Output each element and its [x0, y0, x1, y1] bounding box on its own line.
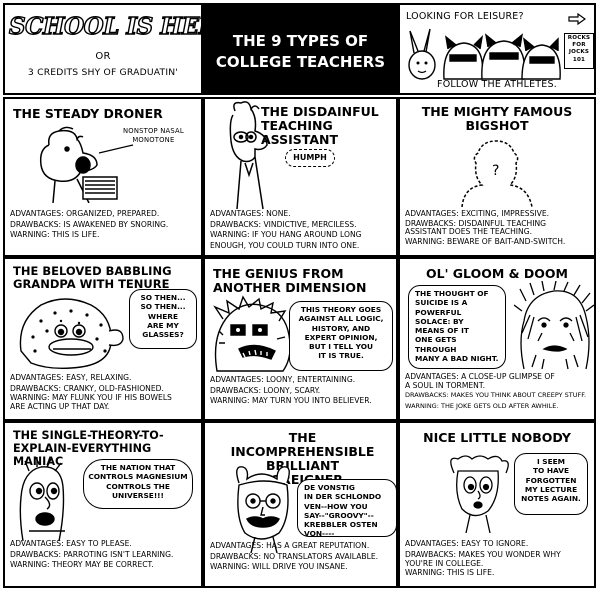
leisure-ad-panel: LOOKING FOR LEISURE? ROCKS [398, 3, 596, 95]
speech-bubble: THE THOUGHT OF SUICIDE IS A POWERFUL SOL… [408, 285, 506, 369]
drawbacks-text: DRAWBACKS: LOONY, SCARY. [210, 385, 321, 395]
panel-title: THE SINGLE-THEORY-TO- EXPLAIN-EVERYTHING… [13, 429, 164, 468]
drawbacks-text: DRAWBACKS: NO TRANSLATORS AVAILABLE. [210, 551, 379, 561]
rocks-for-jocks-sign [564, 33, 594, 69]
athletes-drawing [402, 25, 562, 83]
warning-text: WARNING: THEORY MAY BE CORRECT. [10, 560, 154, 569]
question-mark: ? [492, 163, 500, 179]
gloom-drawing [514, 281, 594, 371]
speech-bubble: I SEEM TO HAVE FORGOTTEN MY LECTURE NOTE… [514, 453, 588, 515]
panel-description: ADVANTAGES: NONE. DRAWBACKS: VINDICTIVE,… [210, 209, 393, 251]
empty-silhouette [452, 137, 542, 207]
advantages-text: ADVANTAGES: EXCITING, IMPRESSIVE. [405, 209, 550, 218]
advantages-text: ADVANTAGES: ORGANIZED, PREPARED. [10, 209, 160, 218]
speech-bubble: SO THEN... SO THEN... WHERE ARE MY GLASS… [129, 289, 197, 349]
drawbacks-text: DRAWBACKS: PARROTING ISN'T LEARNING. [10, 549, 174, 559]
panel-gloom-and-doom: OL' GLOOM & DOOM THE THOUGHT OF SUICIDE … [398, 257, 596, 421]
comic-logo: SCHOOL IS HELL [8, 12, 201, 40]
advantages-text: ADVANTAGES: HAS A GREAT REPUTATION. [210, 541, 370, 550]
panel-description: ADVANTAGES: LOONY, ENTERTAINING. DRAWBAC… [210, 375, 393, 407]
advantages-text: ADVANTAGES: A CLOSE-UP GLIMPSE OF A SOUL… [405, 372, 555, 390]
panel-description: ADVANTAGES: A CLOSE-UP GLIMPSE OF A SOUL… [405, 372, 591, 411]
panel-description: ADVANTAGES: ORGANIZED, PREPARED. DRAWBAC… [10, 209, 198, 241]
advantages-text: ADVANTAGES: EASY TO IGNORE. [405, 539, 529, 548]
maniac-drawing [9, 457, 79, 541]
warning-text: WARNING: THE JOKE GETS OLD AFTER AWHILE. [405, 401, 559, 410]
advantages-text: ADVANTAGES: EASY, RELAXING. [10, 373, 132, 382]
comic-header: SCHOOL IS HELL OR 3 CREDITS SHY OF GRADU… [0, 0, 599, 97]
warning-text: WARNING: MAY TURN YOU INTO BELIEVER. [210, 396, 372, 405]
panel-title: OL' GLOOM & DOOM [426, 266, 568, 281]
sign-text: ROCKS FOR JOCKS 101 [567, 35, 591, 63]
drawbacks-text: DRAWBACKS: MAKES YOU WONDER WHY YOU'RE I… [405, 549, 561, 568]
advantages-text: ADVANTAGES: EASY TO PLEASE. [10, 539, 132, 548]
panel-mighty-famous-bigshot: THE MIGHTY FAMOUS BIGSHOT ? ADVANTAGES: … [398, 97, 596, 257]
speech-bubble: DE VONSTIG IN DER SCHLONDO VEN--HOW YOU … [297, 479, 396, 538]
warning-text: WARNING: BEWARE OF BAIT-AND-SWITCH. [405, 236, 566, 246]
panel-genius-another-dimension: THE GENIUS FROM ANOTHER DIMENSION THIS T… [203, 257, 398, 421]
main-title-panel: THE 9 TYPES OF COLLEGE TEACHERS [203, 3, 398, 95]
panel-steady-droner: THE STEADY DRONER NONSTOP NASAL MONOTONE… [3, 97, 203, 257]
panel-title: THE DISDAINFUL TEACHING ASSISTANT [261, 104, 379, 147]
droner-caption: NONSTOP NASAL MONOTONE [123, 127, 184, 144]
warning-text: WARNING: WILL DRIVE YOU INSANE. [210, 562, 348, 571]
caption-pointer [95, 143, 135, 155]
panel-title: THE STEADY DRONER [13, 106, 163, 121]
droner-drawing [19, 125, 139, 203]
panel-description: ADVANTAGES: EXCITING, IMPRESSIVE. DRAWBA… [405, 209, 591, 247]
genius-drawing [209, 295, 299, 373]
logo-or: OR [95, 51, 111, 62]
panel-disdainful-ta: THE DISDAINFUL TEACHING ASSISTANT HUMPH … [203, 97, 398, 257]
speech-bubble: THIS THEORY GOES AGAINST ALL LOGIC, HIST… [289, 301, 393, 371]
warning-text: WARNING: THIS IS LIFE. [10, 230, 100, 239]
advantages-text: ADVANTAGES: NONE. [210, 209, 291, 218]
ta-drawing [211, 101, 281, 211]
drawbacks-text: DRAWBACKS: MAKES YOU THINK ABOUT CREEPY … [405, 391, 587, 399]
drawbacks-text: DRAWBACKS: DISDAINFUL TEACHING ASSISTANT… [405, 218, 547, 236]
warning-text: WARNING: IF YOU HANG AROUND LONG ENOUGH,… [210, 230, 362, 250]
ad-question: LOOKING FOR LEISURE? [406, 11, 524, 22]
logo-panel: SCHOOL IS HELL OR 3 CREDITS SHY OF GRADU… [3, 3, 203, 95]
panel-babbling-grandpa: THE BELOVED BABBLING GRANDPA WITH TENURE… [3, 257, 203, 421]
panel-title: THE BELOVED BABBLING GRANDPA WITH TENURE [13, 264, 172, 291]
warning-text: WARNING: MAY FLUNK YOU IF HIS BOWELS ARE… [10, 393, 172, 411]
panel-brilliant-foreigner: THE INCOMPREHENSIBLE BRILLIANT FOREIGNER… [203, 421, 398, 588]
panel-nice-little-nobody: NICE LITTLE NOBODY I SEEM TO HAVE FORGOT… [398, 421, 596, 588]
speech-bubble: HUMPH [285, 149, 335, 167]
nobody-drawing [440, 453, 520, 533]
main-title: THE 9 TYPES OF COLLEGE TEACHERS [215, 32, 386, 71]
panel-title: THE GENIUS FROM ANOTHER DIMENSION [213, 266, 367, 295]
drawbacks-text: DRAWBACKS: VINDICTIVE, MERCILESS. [210, 219, 357, 229]
foreigner-drawing [225, 463, 301, 553]
panel-title: NICE LITTLE NOBODY [423, 430, 571, 445]
drawbacks-text: DRAWBACKS: IS AWAKENED BY SNORING. [10, 219, 169, 229]
drawbacks-text: DRAWBACKS: CRANKY, OLD-FASHIONED. [10, 383, 164, 393]
logo-subtitle: 3 CREDITS SHY OF GRADUATIN' [27, 67, 179, 78]
panel-description: ADVANTAGES: HAS A GREAT REPUTATION. DRAW… [210, 541, 393, 573]
panel-title: THE MIGHTY FAMOUS BIGSHOT [421, 104, 573, 133]
grandpa-drawing [11, 291, 131, 371]
panel-description: ADVANTAGES: EASY, RELAXING. DRAWBACKS: C… [10, 373, 198, 411]
panel-single-theory-maniac: THE SINGLE-THEORY-TO- EXPLAIN-EVERYTHING… [3, 421, 203, 588]
ad-follow: FOLLOW THE ATHLETES. [437, 79, 557, 90]
warning-text: WARNING: THIS IS LIFE. [405, 567, 495, 577]
arrow-icon [568, 13, 586, 25]
panel-description: ADVANTAGES: EASY TO PLEASE. DRAWBACKS: P… [10, 539, 198, 571]
advantages-text: ADVANTAGES: LOONY, ENTERTAINING. [210, 375, 356, 384]
speech-bubble: THE NATION THAT CONTROLS MAGNESIUM CONTR… [83, 459, 193, 509]
panel-description: ADVANTAGES: EASY TO IGNORE. DRAWBACKS: M… [405, 539, 591, 578]
